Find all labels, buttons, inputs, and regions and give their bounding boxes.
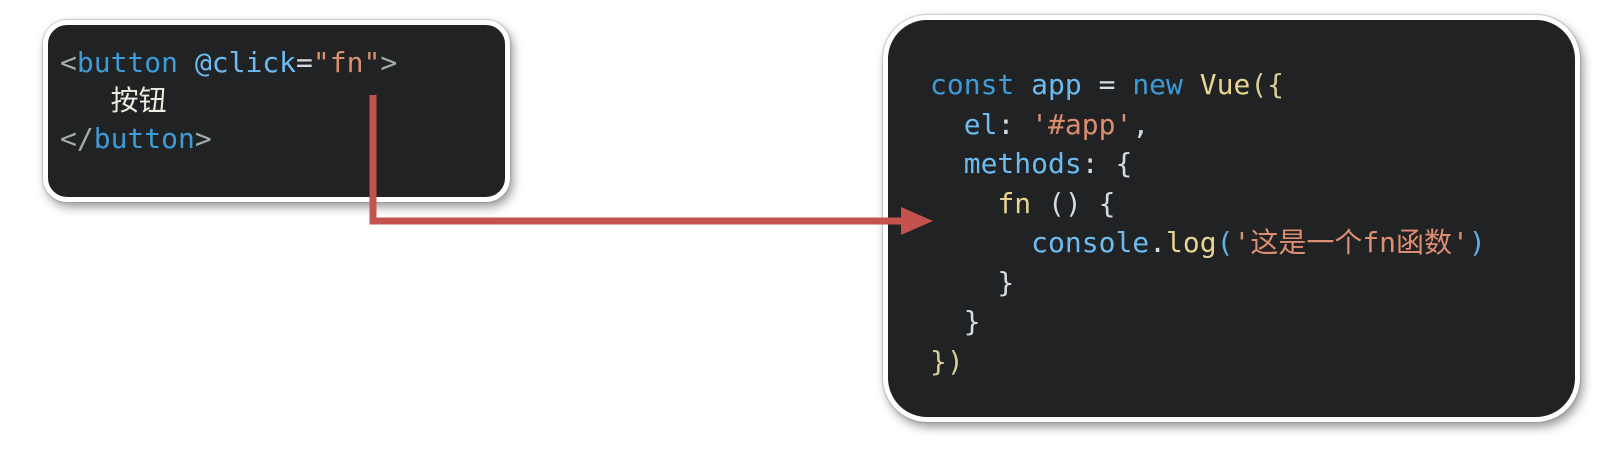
code-token: ({ bbox=[1250, 68, 1285, 101]
code-line: console.log('这是一个fn函数') bbox=[930, 223, 1565, 263]
code-token: > bbox=[194, 122, 212, 155]
code-line: fn () { bbox=[930, 184, 1565, 224]
code-token: ( bbox=[1216, 226, 1234, 259]
vue-instance-code-card: const app = new Vue({ el: '#app', method… bbox=[883, 15, 1580, 422]
code-line: }) bbox=[930, 342, 1565, 382]
code-token: , bbox=[1132, 107, 1150, 141]
code-token bbox=[930, 147, 964, 180]
code-token: "fn" bbox=[312, 46, 381, 79]
code-token: } bbox=[930, 305, 981, 338]
code-line: el: '#app', bbox=[930, 105, 1565, 145]
code-line: } bbox=[930, 302, 1565, 342]
code-token: const bbox=[930, 68, 1032, 101]
code-token: '这是一个fn函数' bbox=[1233, 226, 1469, 259]
code-token: () { bbox=[1048, 186, 1116, 220]
code-line: } bbox=[930, 263, 1565, 303]
code-token: el bbox=[963, 107, 998, 141]
code-token: button bbox=[76, 46, 179, 79]
code-line: <button @click="fn"> bbox=[60, 44, 495, 82]
code-token: 按钮 bbox=[60, 84, 167, 117]
code-token bbox=[930, 226, 1031, 259]
code-token: { bbox=[1115, 147, 1133, 180]
code-token: </ bbox=[60, 122, 94, 155]
code-token: button bbox=[93, 122, 195, 155]
code-token: = bbox=[1098, 68, 1133, 101]
code-token: } bbox=[930, 265, 1015, 299]
code-token: log bbox=[1166, 226, 1217, 259]
code-token: = bbox=[296, 46, 313, 79]
code-token: ) bbox=[1468, 226, 1486, 259]
code-token: > bbox=[380, 46, 398, 79]
code-token: : bbox=[997, 107, 1032, 141]
code-token: Vue bbox=[1199, 68, 1251, 101]
code-line: methods: { bbox=[930, 144, 1565, 184]
code-line: const app = new Vue({ bbox=[930, 65, 1565, 105]
code-token: }) bbox=[930, 344, 964, 378]
code-token: @click bbox=[194, 46, 297, 79]
code-token: app bbox=[1031, 68, 1099, 101]
code-token: '#app' bbox=[1031, 107, 1133, 141]
html-button-code-card: <button @click="fn"> 按钮</button> bbox=[43, 20, 510, 202]
code-line: </button> bbox=[60, 120, 495, 158]
code-token: new bbox=[1132, 68, 1200, 101]
code-token: fn bbox=[997, 186, 1049, 220]
code-token: < bbox=[60, 46, 77, 79]
code-token bbox=[930, 187, 997, 220]
code-token: methods bbox=[963, 147, 1082, 180]
code-token: . bbox=[1149, 226, 1167, 259]
code-token bbox=[930, 108, 964, 141]
code-token bbox=[178, 46, 195, 79]
code-line: 按钮 bbox=[60, 82, 495, 120]
code-token: console bbox=[1031, 226, 1150, 259]
code-token: : bbox=[1081, 147, 1116, 180]
